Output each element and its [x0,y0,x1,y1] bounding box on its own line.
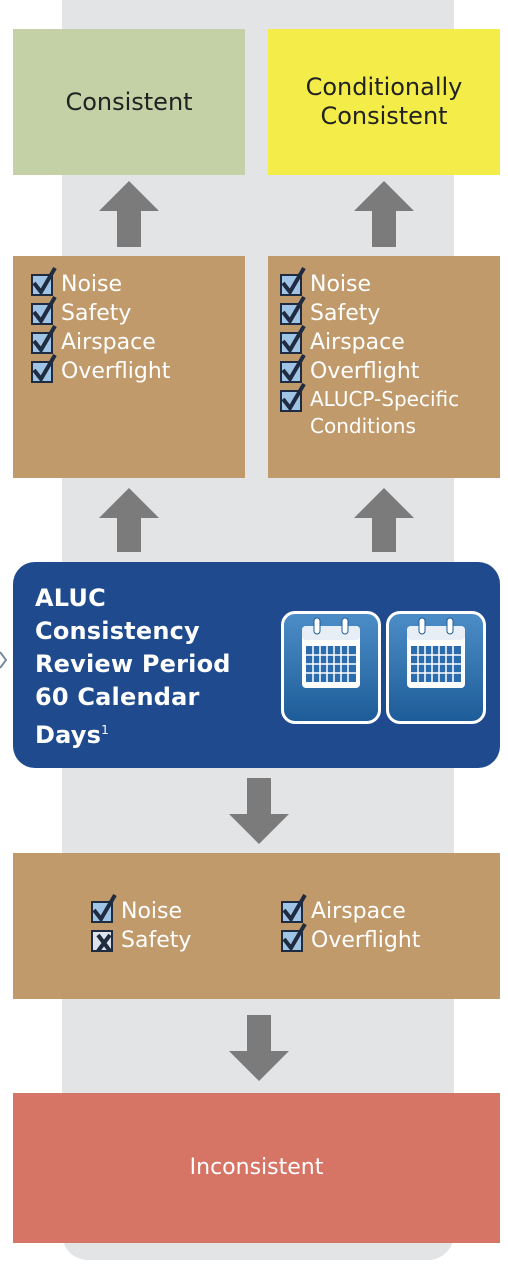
arrow-down-icon [229,1015,289,1081]
list-item: Airspace [280,325,500,357]
criterion-label: Safety [61,301,132,326]
arrow-up-icon [354,488,414,552]
arrow-up-icon [354,181,414,247]
criterion-label: Noise [61,272,123,297]
review-line: Days1 [35,714,231,752]
check-icon [31,296,57,325]
criterion-label: Overflight [310,359,420,384]
outcome-consistent: Consistent [13,29,245,175]
criterion-label-line2: Conditions [310,414,416,438]
check-icon [31,267,57,296]
arrow-down-icon [229,778,289,844]
check-icon [280,267,306,296]
side-marker [0,651,8,669]
footnote-marker: 1 [101,723,109,737]
list-item: Safety [91,926,191,955]
criterion-label: Airspace [310,330,405,355]
criterion-label: Airspace [311,899,406,924]
list-item: Safety [280,296,500,328]
criterion-label: Airspace [61,330,156,355]
outcome-conditionally-consistent-label: Conditionally Consistent [305,73,463,130]
criterion-label: ALUCP-Specific Conditions [310,386,459,440]
list-item: ALUCP-Specific Conditions [280,383,500,440]
criterion-label: Noise [310,272,372,297]
calendar-icon [281,611,381,724]
criteria-checklist-conditionally-consistent: Noise Safety Airspace Overflight ALUCP-S… [268,256,500,478]
criteria-checklist-inconsistent: Noise Airspace Safety Overflight [13,853,500,999]
criterion-label: Noise [121,899,183,924]
list-item: Noise [91,894,183,926]
criteria-checklist-consistent: Noise Safety Airspace Overflight [13,256,245,478]
review-line: 60 Calendar [35,683,200,711]
review-line: ALUC [35,584,106,612]
review-days: Days [35,721,102,749]
x-icon [91,930,113,953]
review-period-box: ALUC Consistency Review Period 60 Calend… [13,562,500,768]
outcome-consistent-label: Consistent [65,87,193,116]
check-icon [31,325,57,354]
review-line: Review Period [35,650,231,678]
check-icon [281,894,307,923]
outcome-inconsistent: Inconsistent [13,1093,500,1243]
review-period-title: ALUC Consistency Review Period 60 Calend… [35,582,231,752]
list-item: Overflight [31,354,245,386]
check-icon [280,383,306,412]
list-item: Overflight [281,923,421,955]
criterion-label: Overflight [311,928,421,953]
check-icon [31,354,57,383]
review-line: Consistency [35,617,200,645]
criterion-label: Safety [121,928,192,953]
criterion-label: Safety [310,301,381,326]
check-icon [280,296,306,325]
list-item: Safety [31,296,245,328]
check-icon [281,923,307,952]
criterion-label: Overflight [61,359,171,384]
list-item: Noise [31,267,245,299]
outcome-conditionally-consistent: Conditionally Consistent [268,29,500,175]
outcome-inconsistent-label: Inconsistent [189,1154,324,1180]
check-icon [280,354,306,383]
list-item: Noise [280,267,500,299]
check-icon [91,894,117,923]
arrow-up-icon [99,181,159,247]
list-item: Airspace [281,894,406,926]
list-item: Overflight [280,354,500,386]
list-item: Airspace [31,325,245,357]
check-icon [280,325,306,354]
criterion-label-line1: ALUCP-Specific [310,387,460,411]
arrow-up-icon [99,488,159,552]
calendar-icon [386,611,486,724]
